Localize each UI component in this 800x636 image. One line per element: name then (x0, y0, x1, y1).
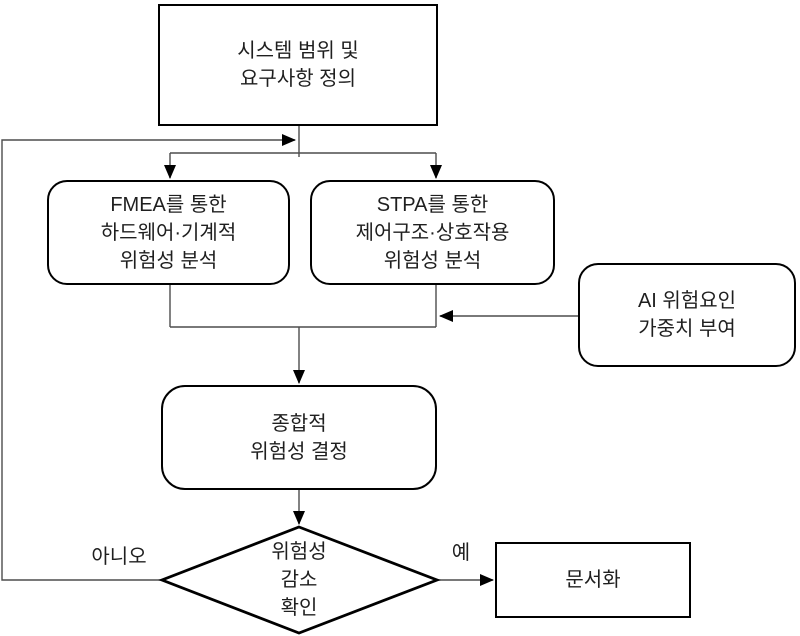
node-documentation: 문서화 (495, 542, 691, 618)
edge-feedback-no (1, 134, 296, 581)
node-text-line: FMEA를 통한 (110, 193, 227, 216)
node-text-line: 위험성 분석 (383, 249, 482, 272)
node-text-line: 요구사항 정의 (240, 68, 356, 90)
edge-label-yes: 예 (451, 542, 471, 564)
node-text-line: 하드웨어·기계적 (100, 221, 237, 244)
node-text-line: STPA를 통한 (376, 193, 489, 216)
decision-diamond-shape (158, 525, 441, 635)
edge-label-no: 아니오 (91, 546, 147, 568)
node-overall-risk-decision: 종합적 위험성 결정 (161, 385, 437, 490)
node-text-line: 위험성 (271, 541, 327, 563)
node-text-line: 확인 (280, 597, 318, 619)
node-text-line: 가중치 부여 (638, 318, 736, 340)
node-text-line: 위험성 결정 (250, 440, 348, 463)
node-fmea-analysis: FMEA를 통한 하드웨어·기계적 위험성 분석 (47, 180, 290, 285)
node-text-line: 문서화 (565, 569, 621, 591)
node-text-line: 시스템 범위 및 (237, 40, 359, 62)
node-ai-weighting: AI 위험요인 가중치 부여 (578, 263, 796, 367)
node-text-line: 종합적 (271, 412, 327, 435)
node-stpa-analysis: STPA를 통한 제어구조·상호작용 위험성 분석 (310, 180, 555, 285)
node-text-line: 위험성 분석 (119, 249, 218, 272)
node-text-line: 감소 (280, 569, 318, 591)
node-text-line: 제어구조·상호작용 (355, 221, 510, 244)
decision-risk-reduction-check: 위험성 감소 확인 (219, 534, 379, 626)
node-text-line: AI 위험요인 (637, 290, 737, 312)
node-system-scope: 시스템 범위 및 요구사항 정의 (158, 4, 438, 126)
